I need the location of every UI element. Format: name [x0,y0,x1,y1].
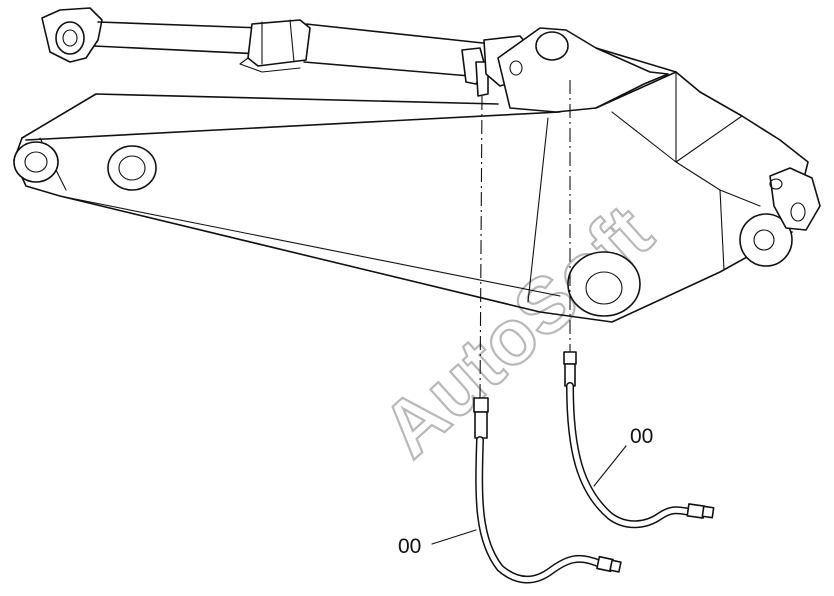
boom-lower-pin-boss [567,251,641,317]
boom-side-top-line [25,111,561,141]
cylinder-barrel-top-edge [305,23,493,45]
alignment-lines [479,80,571,399]
boom-nose-small-hole [769,178,783,190]
rod-eye-bore-inner [62,29,78,47]
hose-right [563,351,715,529]
boom-nose-pin-bore [753,229,775,251]
boom-plate-seam [675,71,743,163]
hose-left-top-nut [473,397,489,413]
hose-left-top-fitting [474,411,488,439]
boom-nose-pin-boss [739,213,793,267]
callout-leader-right [593,445,627,487]
boom-nose-crease [719,189,761,271]
rod-eye-bore [55,21,85,55]
gland-rings [261,19,295,65]
callout-hose-left: 00 [398,529,477,558]
boom-upper-crease [611,111,721,191]
callout-label-right: 00 [630,425,653,448]
boom-top-small-hole [509,60,523,76]
bracket-rear-edge [595,47,677,73]
boom-top-pin-boss [535,31,569,61]
hose-right-body-core [567,383,693,527]
boom-middle-pin-bore [118,155,146,181]
alignment-line-left [479,95,483,399]
hose-left-body-core [476,437,603,582]
hose-right-end-nut [701,505,715,519]
hose-right-body [566,382,694,529]
boom-top-left-edge [21,93,499,139]
boom-side-bottom-line [59,195,561,297]
callout-hose-right: 00 [593,425,653,487]
callout-label-left: 00 [398,535,421,558]
cylinder-barrel-bottom-edge [303,61,471,77]
callout-leader-left [431,529,477,545]
watermark: AutoSoft [364,187,670,475]
arm-cylinder [41,7,531,97]
hose-left [473,397,622,584]
boom-foot-pin-boss [13,141,59,183]
watermark-text: AutoSoft [365,188,669,474]
cylinder-rod-top-edge [97,21,263,29]
hose-left-end-nut [609,559,622,573]
boom-nose-lug-hole [790,202,806,222]
gland-flange [239,57,301,73]
boom-foot-pin-bore [24,151,48,173]
boom-middle-pin-boss [107,145,157,191]
hose-right-top-nut [563,351,577,365]
cylinder-rod-bottom-edge [93,45,263,55]
cylinder-gland [247,19,311,67]
boom [13,27,821,323]
boom-lower-pin-bore [585,271,623,305]
boom-top-bracket [497,27,669,113]
